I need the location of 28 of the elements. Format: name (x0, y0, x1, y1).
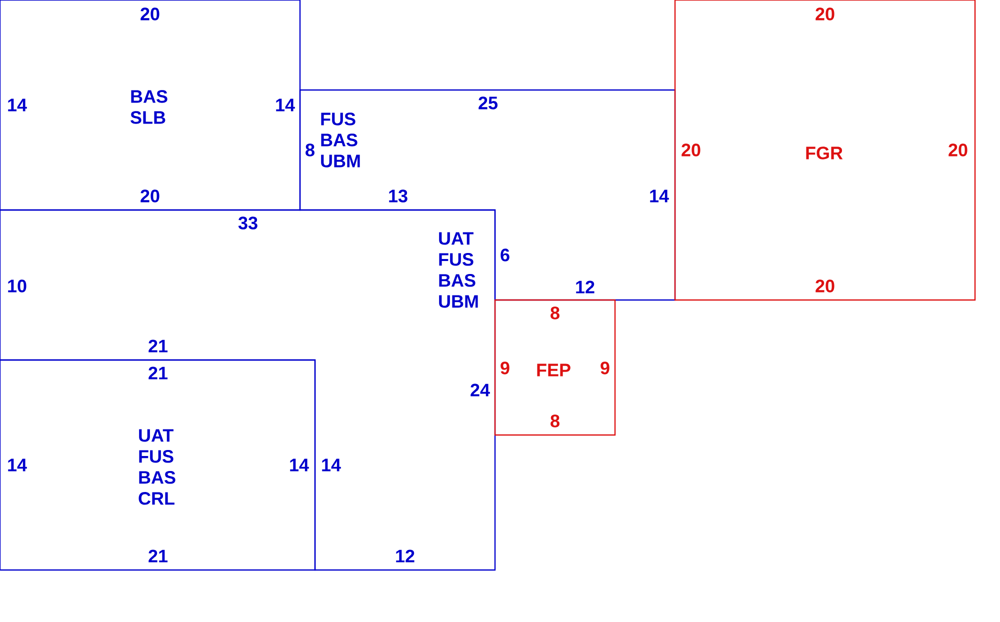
dimension-label: 20 (948, 144, 968, 156)
dimension-label: 14 (8, 98, 27, 112)
dimension-label: 8 (550, 414, 560, 428)
dimension-label: 9 (600, 362, 610, 374)
dimension-label: 12 (576, 280, 594, 294)
dimension-label: 21 (148, 550, 168, 562)
dimension-label: 8 (306, 144, 314, 156)
dimension-label: 8 (550, 306, 560, 320)
dimension-label: 10 (8, 280, 26, 292)
dimension-label: 33 (238, 216, 258, 230)
dimension-label: 14 (8, 458, 27, 472)
dimension-label: 24 (470, 384, 490, 396)
dimension-label: 20 (140, 8, 160, 20)
dimension-label: 14 (322, 458, 341, 472)
dimension-label: 12 (396, 550, 414, 562)
dimension-label: 21 (148, 340, 168, 352)
dimension-label: 13 (389, 190, 408, 202)
dimension-label: 20 (816, 280, 834, 292)
dimension-label: 14 (290, 458, 309, 472)
dimension-label: 14 (276, 98, 295, 112)
dimension-label: 14 (650, 190, 669, 202)
dimension-label: 9 (500, 362, 510, 374)
dimension-label: 25 (478, 96, 498, 110)
dimension-label: 20 (140, 190, 160, 202)
dimension-label: 20 (682, 144, 700, 156)
dimension-label: 6 (500, 248, 510, 262)
dimension-label: 21 (148, 366, 168, 380)
dimension-label: 20 (816, 8, 834, 20)
